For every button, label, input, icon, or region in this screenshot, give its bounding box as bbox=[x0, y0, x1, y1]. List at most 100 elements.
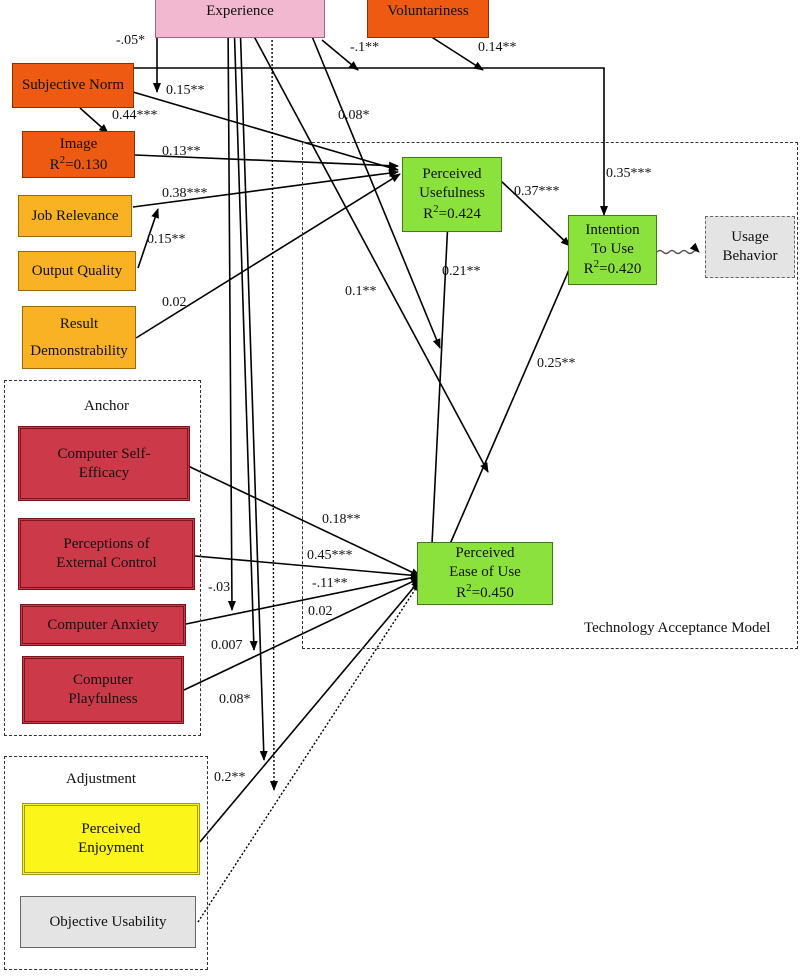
experience-node: Experience bbox=[155, 0, 325, 38]
result-demonstrability-node: Result Demonstrability bbox=[22, 306, 136, 369]
job-relevance-label: Job Relevance bbox=[31, 207, 119, 224]
edge-rd-pu bbox=[135, 173, 401, 339]
perceived-ease-of-use-node: Perceived Ease of Use R2=0.450 bbox=[417, 542, 553, 605]
edge-label-cse-peou: 0.18** bbox=[322, 512, 361, 527]
edge-label-pe-peou: 0.2** bbox=[214, 770, 246, 785]
edge-label-pec-peou: 0.45*** bbox=[307, 548, 353, 563]
edge-pec-peou bbox=[194, 555, 421, 580]
edge-label-cp-peou: 0.02 bbox=[308, 604, 333, 619]
edge-label-ca-peou: -.11** bbox=[312, 576, 348, 591]
pec-line1: Perceptions of bbox=[63, 536, 150, 553]
usage-line2: Behavior bbox=[722, 248, 778, 264]
subjective-norm-label: Subjective Norm bbox=[21, 77, 125, 94]
edge-label-exp-pe: 0.08* bbox=[219, 692, 251, 707]
pu-line1: Perceived bbox=[422, 166, 482, 183]
edge-label-img-pu: 0.13** bbox=[162, 144, 201, 159]
edge-label-pu-itu: 0.37*** bbox=[514, 184, 560, 199]
adjustment-group-title: Adjustment bbox=[66, 771, 136, 787]
peou-line1: Perceived bbox=[455, 545, 515, 562]
edge-label-vol-itu: 0.14** bbox=[478, 40, 517, 55]
pec-line2: External Control bbox=[56, 555, 157, 571]
result-demonstrability-line1: Result bbox=[59, 315, 99, 332]
edge-ca-peou bbox=[185, 573, 421, 625]
voluntariness-node: Voluntariness bbox=[367, 0, 489, 38]
peou-line2: Ease of Use bbox=[449, 564, 521, 581]
computer-anxiety-node: Computer Anxiety bbox=[20, 604, 186, 646]
edge-exp-vol bbox=[321, 39, 359, 71]
edge-pe-peou bbox=[199, 579, 421, 843]
image-title: Image bbox=[59, 135, 98, 152]
output-quality-label: Output Quality bbox=[31, 262, 123, 279]
edge-label-exp-cp: 0.007 bbox=[211, 638, 243, 653]
edge-pu-itu bbox=[499, 179, 571, 247]
edge-exp-ca bbox=[227, 19, 236, 611]
image-node: Image R2=0.130 bbox=[22, 131, 135, 178]
edge-jr-pu bbox=[132, 169, 399, 208]
edge-label-itu-r2: 0.35*** bbox=[606, 166, 652, 181]
computer-self-efficacy-node: Computer Self- Efficacy bbox=[18, 426, 190, 501]
edge-label-sn-pu: 0.15** bbox=[166, 83, 205, 98]
computer-anxiety-label: Computer Anxiety bbox=[47, 616, 159, 633]
anchor-group-title: Anchor bbox=[84, 398, 129, 414]
adjustment-group bbox=[4, 756, 208, 970]
edge-label-sn-img: 0.44*** bbox=[112, 108, 158, 123]
edge-sn-img bbox=[79, 107, 109, 134]
edge-peou-pu bbox=[431, 219, 452, 545]
objective-usability-label: Objective Usability bbox=[49, 913, 167, 930]
perceived-enjoyment-node: Perceived Enjoyment bbox=[22, 803, 200, 875]
intention-to-use-node: Intention To Use R2=0.420 bbox=[568, 215, 657, 285]
peou-r2: R2=0.450 bbox=[456, 581, 514, 601]
cse-line2: Efficacy bbox=[78, 464, 130, 481]
edge-oq-jr bbox=[137, 208, 159, 269]
edge-label-jr-pu: 0.38*** bbox=[162, 186, 208, 201]
edge-label-exp-vol: -.1** bbox=[350, 40, 380, 55]
edge-vol-itu bbox=[429, 35, 484, 71]
cp-line2: Playfulness bbox=[68, 691, 138, 707]
usage-line1: Usage bbox=[731, 229, 769, 246]
objective-usability-node: Objective Usability bbox=[20, 896, 196, 948]
edge-label-peou-pu: 0.21** bbox=[442, 264, 481, 279]
output-quality-node: Output Quality bbox=[18, 251, 136, 291]
cp-line1: Computer bbox=[73, 672, 133, 689]
itu-r2: R2=0.420 bbox=[583, 258, 642, 278]
pu-line2: Usefulness bbox=[419, 185, 485, 202]
usage-behavior-node: Usage Behavior bbox=[705, 216, 795, 278]
job-relevance-node: Job Relevance bbox=[18, 195, 132, 237]
edge-peou-itu bbox=[449, 255, 576, 545]
tam-group-title: Technology Acceptance Model bbox=[584, 620, 771, 636]
edge-exp-ou-dotted bbox=[269, 11, 278, 791]
edge-label-exp-itu: 0.1** bbox=[345, 284, 377, 299]
itu-line1: Intention bbox=[585, 221, 640, 238]
voluntariness-label: Voluntariness bbox=[387, 3, 469, 20]
result-demonstrability-line2: Demonstrability bbox=[30, 342, 128, 359]
computer-playfulness-node: Computer Playfulness bbox=[22, 656, 184, 724]
subjective-norm-node: Subjective Norm bbox=[12, 63, 134, 108]
edge-img-pu bbox=[134, 154, 399, 170]
edge-cse-peou bbox=[187, 465, 421, 577]
edge-sn-itu bbox=[133, 67, 608, 216]
edge-sn-pu bbox=[132, 91, 399, 172]
cse-line1: Computer Self- bbox=[57, 445, 151, 462]
pu-r2: R2=0.424 bbox=[423, 202, 481, 222]
itu-line2: To Use bbox=[591, 240, 634, 257]
anchor-group bbox=[4, 380, 201, 736]
perceived-usefulness-node: Perceived Usefulness R2=0.424 bbox=[402, 157, 502, 232]
edge-exp-pe bbox=[239, 19, 268, 761]
edge-label-oq-jr: 0.15** bbox=[147, 232, 186, 247]
edge-itu-usage bbox=[656, 242, 700, 255]
pe-line1: Perceived bbox=[81, 821, 141, 838]
edge-exp-itu bbox=[241, 13, 489, 473]
image-r2: R2=0.130 bbox=[49, 153, 108, 173]
edge-exp-pu bbox=[301, 11, 441, 349]
experience-label: Experience bbox=[206, 3, 274, 20]
edge-label-rd-pu: 0.02 bbox=[162, 295, 187, 310]
pe-line2: Enjoyment bbox=[78, 840, 144, 856]
edge-label-exp-sn: -.05* bbox=[116, 33, 146, 48]
perceptions-external-control-node: Perceptions of External Control bbox=[18, 518, 195, 590]
edge-label-exp-pu: 0.08* bbox=[338, 108, 370, 123]
edge-label-peou-itu: 0.25** bbox=[537, 356, 576, 371]
tam-group bbox=[302, 142, 798, 649]
edge-exp-cp bbox=[233, 19, 258, 651]
edge-label-exp-ca: -.03 bbox=[208, 580, 231, 595]
